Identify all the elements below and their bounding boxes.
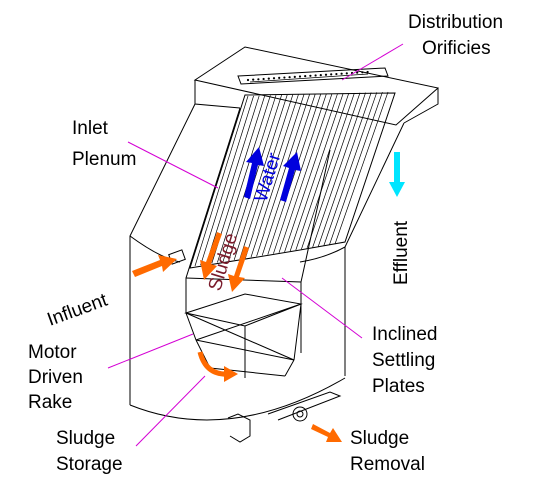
settling-plate — [205, 95, 260, 265]
distribution-orifice — [298, 75, 302, 78]
tank-outline — [129, 46, 440, 421]
settling-plate — [273, 93, 327, 254]
label-sludge-storage-1: Sludge — [56, 428, 115, 449]
water-up-arrow-1 — [244, 147, 264, 199]
distribution-orifice — [278, 76, 281, 79]
settling-plate — [250, 94, 305, 258]
label-motor: Motor — [28, 342, 77, 363]
label-settling: Settling — [372, 350, 435, 371]
label-distribution: Distribution — [408, 12, 503, 33]
settling-plate — [323, 92, 378, 246]
settling-plate — [267, 93, 322, 255]
distribution-orifice — [283, 76, 286, 79]
settling-plate — [312, 92, 366, 248]
distribution-orifice — [293, 75, 296, 78]
settling-plate — [239, 94, 294, 260]
distribution-orifice — [340, 72, 343, 75]
label-effluent: Effluent — [391, 220, 412, 285]
label-inlet: Inlet — [72, 118, 109, 139]
settling-plate — [256, 94, 310, 257]
label-sludge-storage-2: Storage — [56, 454, 123, 475]
label-driven: Driven — [28, 367, 83, 388]
label-influent: Influent — [45, 289, 111, 330]
settling-plate — [284, 93, 338, 253]
distribution-orifice — [335, 72, 338, 76]
label-sludge-removal-2: Removal — [350, 454, 425, 475]
settling-plate — [245, 94, 299, 259]
distribution-orifice — [324, 73, 328, 76]
settling-plate — [289, 93, 344, 252]
distribution-orifice — [304, 75, 307, 78]
distribution-orifice — [361, 71, 364, 74]
sludge-down-arrow-2 — [228, 246, 249, 292]
sludge-down-arrow-1 — [200, 232, 222, 280]
distribution-channel — [237, 67, 389, 85]
sludge-pipe — [227, 391, 342, 443]
settling-plate — [278, 93, 333, 253]
distribution-orifice — [314, 74, 317, 77]
distribution-orifice — [345, 72, 348, 75]
settling-plate — [228, 94, 282, 261]
settling-plate — [317, 92, 372, 247]
settling-plate — [295, 93, 350, 251]
settling-plate — [194, 95, 249, 267]
leader-lines — [107, 43, 404, 447]
distribution-orifice — [309, 74, 312, 77]
label-plates: Plates — [372, 376, 425, 397]
distribution-orifice — [246, 78, 250, 82]
distribution-orifice — [330, 73, 333, 76]
distribution-orifice — [257, 78, 260, 81]
water-up-arrow-2 — [280, 152, 301, 202]
settling-plate — [301, 92, 355, 250]
rake-rotation-arrow — [197, 351, 238, 382]
label-sludge-removal-1: Sludge — [350, 428, 409, 449]
effluent-arrow — [389, 152, 405, 197]
label-plenum: Plenum — [72, 149, 136, 170]
settling-plate — [334, 91, 389, 245]
settling-plate — [329, 92, 383, 245]
label-rake: Rake — [28, 392, 72, 413]
distribution-orifice — [252, 78, 255, 81]
settling-plate — [200, 95, 254, 266]
distribution-orifice — [356, 71, 359, 74]
distribution-orifice — [272, 77, 276, 80]
influent-arrow — [132, 255, 177, 277]
settling-plate — [233, 94, 288, 260]
distribution-orifice — [366, 70, 369, 74]
distribution-orifice — [288, 76, 291, 79]
label-orificies: Orificies — [422, 38, 491, 59]
distribution-orifice — [267, 77, 270, 80]
distribution-orifice — [319, 74, 322, 77]
settling-plate — [306, 92, 361, 249]
label-inclined: Inclined — [372, 324, 438, 345]
sludge-removal-arrow — [311, 424, 342, 442]
settling-plate — [217, 95, 271, 263]
distribution-orifice — [262, 77, 265, 81]
